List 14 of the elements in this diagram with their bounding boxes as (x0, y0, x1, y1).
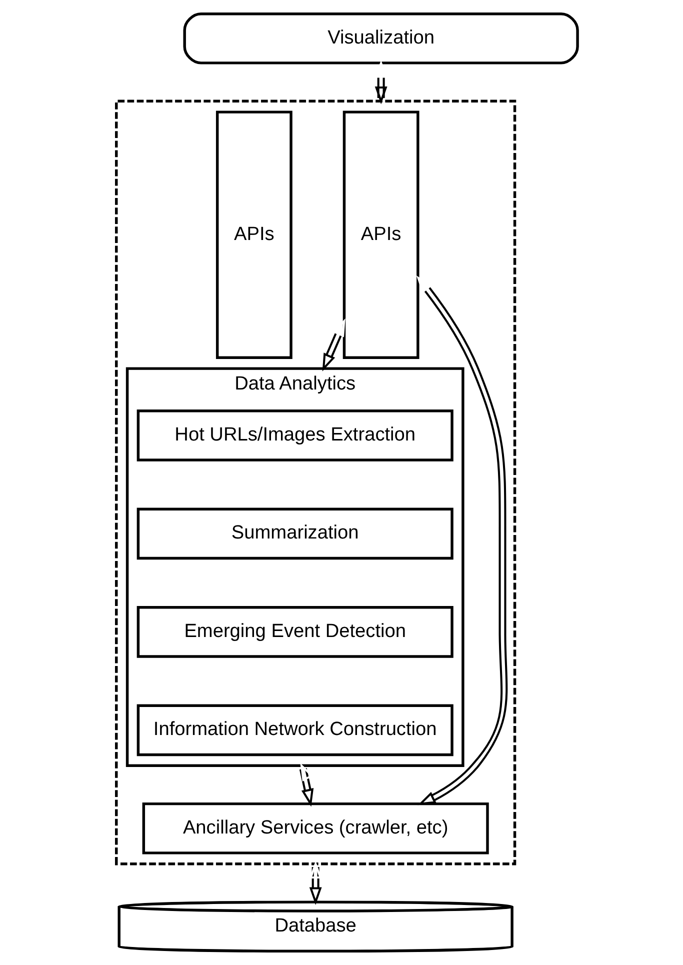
node-box: Ancillary Services (crawler, etc) (142, 802, 489, 854)
arrow (416, 276, 508, 806)
node-box: APIs (342, 110, 420, 360)
arrow (299, 762, 314, 807)
arrow (309, 860, 322, 906)
node-box: Hot URLs/Images Extraction (136, 410, 454, 462)
node-box: APIs (216, 110, 292, 360)
node-box: Summarization (136, 508, 454, 560)
arrow (374, 60, 388, 104)
cluster (115, 100, 516, 866)
node-box: Information Network Construction (136, 704, 454, 756)
node-box: Emerging Event Detection (136, 606, 454, 658)
arrow (322, 318, 346, 372)
node-box: Visualization (183, 12, 579, 64)
